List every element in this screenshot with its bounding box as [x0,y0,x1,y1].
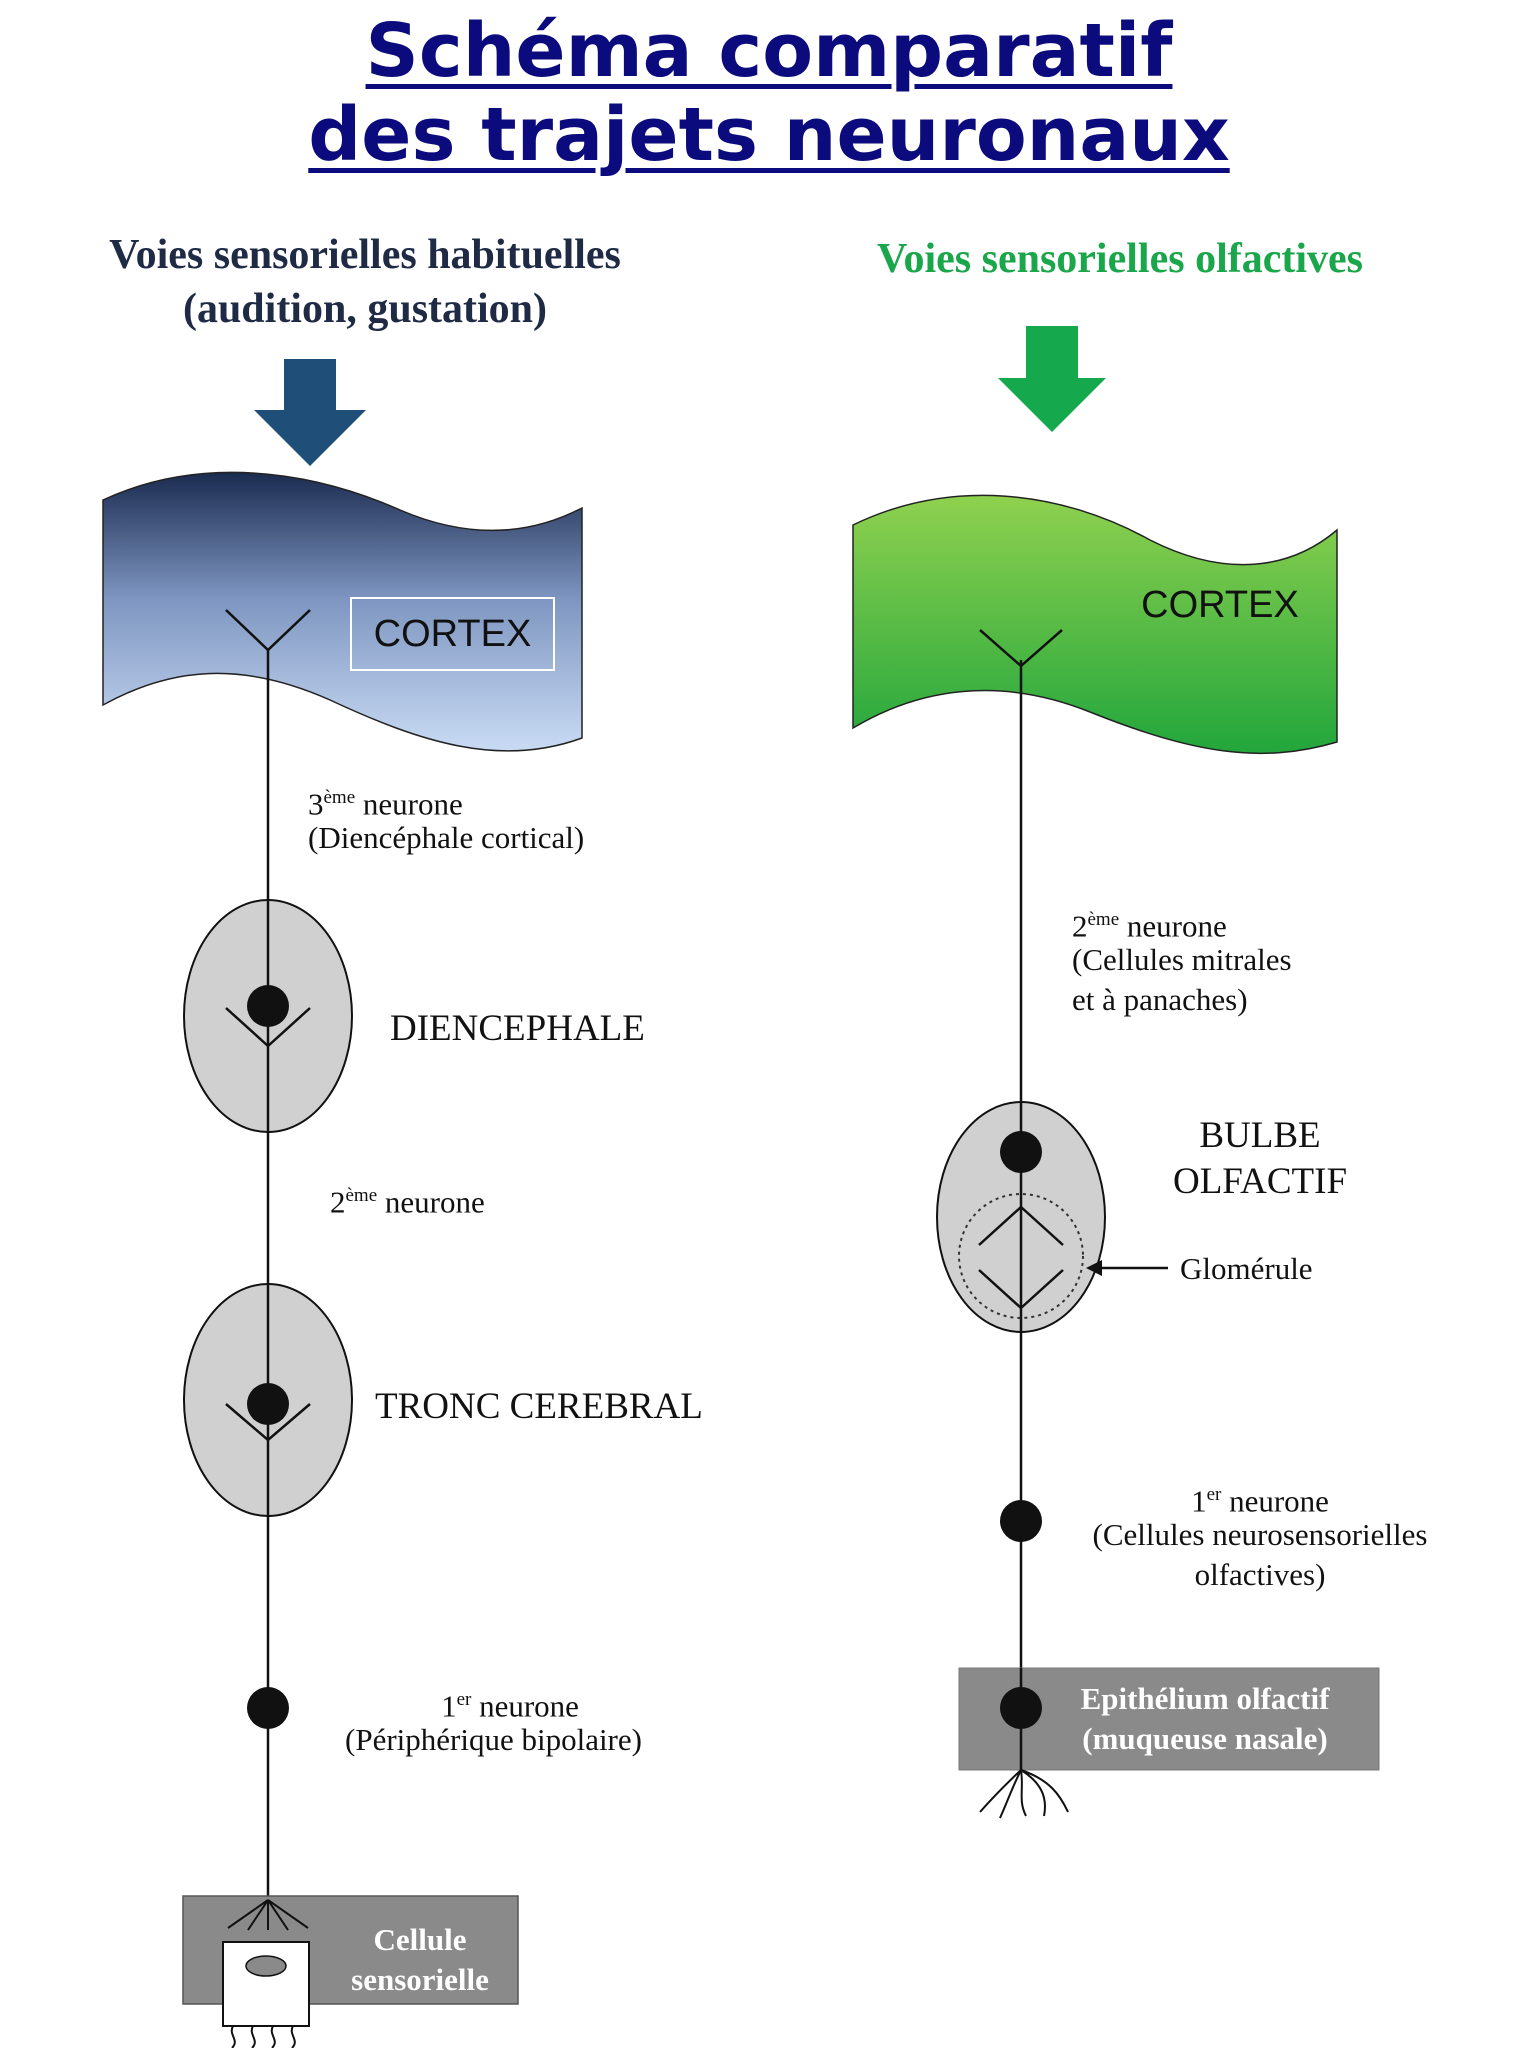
left-cortex-shape [102,471,583,752]
page-title: Schéma comparatif [0,8,1538,94]
tronc-neuron-body [247,1383,289,1425]
left-neuron1-sup: er [456,1689,472,1710]
left-neuron3-word: neurone [355,786,463,822]
left-neuron3-label: 3ème neurone [308,778,463,824]
diencephale-label: DIENCEPHALE [390,1008,645,1049]
right-cortex-fork [979,629,1063,668]
left-neuron2-num: 2 [330,1184,346,1220]
olfactory-cilia [979,1769,1069,1819]
left-neuron3-num: 3 [308,786,324,822]
glomerule-label: Glomérule [1180,1251,1313,1286]
epithelium-label-1: Epithélium olfactif [1080,1681,1330,1716]
left-heading-line-2: (audition, gustation) [182,286,548,332]
glomerule-upper-fork [978,1205,1064,1246]
right-neuron2-word: neurone [1119,908,1227,944]
right-neuron1-sup: er [1206,1484,1222,1505]
cell-label-1: Cellule [373,1922,467,1957]
right-neuron1-desc-1: (Cellules neurosensorielles [1092,1517,1428,1552]
left-neuron1-num: 1 [441,1688,457,1724]
diencephale-neuron-body [247,985,289,1027]
title-line-1: Schéma comparatif [365,8,1173,94]
left-neuron3-sup: ème [323,787,356,808]
right-neuron1-num: 1 [1191,1483,1207,1519]
tronc-label: TRONC CEREBRAL [375,1386,703,1427]
glomerule-pointer-head [1086,1260,1102,1276]
page-title-2: des trajets neuronaux [0,92,1538,178]
right-neuron2-label: 2ème neurone [1072,900,1227,946]
left-neuron2-word: neurone [377,1184,485,1220]
right-neuron1-word: neurone [1221,1483,1329,1519]
right-neuron1-label: 1er neurone [1070,1475,1450,1521]
right-cortex-label: CORTEX [1141,584,1299,626]
tronc-fork [225,1403,311,1442]
right-down-arrow [998,326,1106,432]
left-neuron1-word: neurone [471,1688,579,1724]
bulbe-label-1: BULBE [1199,1115,1321,1156]
left-down-arrow [254,359,366,466]
glomerule-circle [958,1193,1084,1319]
left-neuron2-label: 2ème neurone [330,1176,485,1222]
left-cortex-label: CORTEX [350,597,555,671]
title-line-2: des trajets neuronaux [308,92,1230,178]
cell-cilia [230,2025,296,2048]
right-first-neuron-body [1000,1500,1042,1542]
right-neuron2-desc-2: et à panaches) [1072,982,1248,1017]
glomerule-lower-fork [978,1269,1064,1310]
left-neuron2-sup: ème [345,1185,378,1206]
left-neuron1-label: 1er neurone [345,1680,675,1726]
right-cortex-shape [852,494,1338,755]
sensory-cell [222,1941,310,2027]
cell-label-2: sensorielle [351,1962,489,1997]
right-heading: Voies sensorielles olfactives [876,236,1364,282]
right-neuron2-num: 2 [1072,908,1088,944]
bulbe-label-2: OLFACTIF [1172,1161,1348,1202]
right-neuron1-desc-2: olfactives) [1194,1557,1326,1592]
diencephale-fork [225,1007,311,1048]
left-first-neuron-body [247,1687,289,1729]
receptor-cell-body [1000,1687,1042,1729]
sensory-cell-nucleus [245,1955,287,1977]
cell-tuft [227,1899,309,1931]
left-heading: Voies sensorielles habituelles (audition… [40,228,690,336]
left-heading-line-1: Voies sensorielles habituelles [109,232,621,278]
epithelium-label-2: (muqueuse nasale) [1082,1721,1328,1756]
mitral-cell-body [1000,1131,1042,1173]
right-neuron2-desc-1: (Cellules mitrales [1072,942,1292,977]
left-neuron1-desc: (Périphérique bipolaire) [345,1722,642,1757]
left-neuron3-desc: (Diencéphale cortical) [308,820,585,855]
right-neuron2-sup: ème [1087,909,1120,930]
